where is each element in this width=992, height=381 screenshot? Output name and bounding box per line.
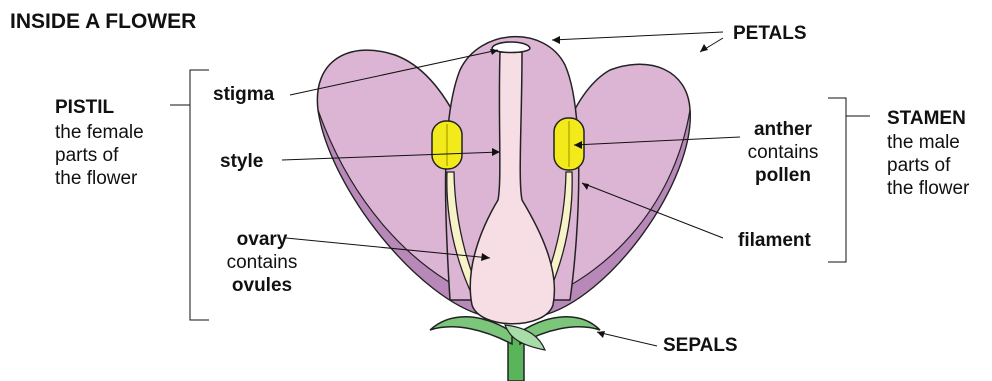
stamen-desc-2: parts of (887, 154, 950, 177)
ovary-label: ovary contains ovules (212, 228, 312, 297)
pistil-desc-1: the female (55, 121, 144, 144)
filament-label: filament (738, 229, 811, 252)
stigma-top (492, 42, 530, 53)
pistil-heading: PISTIL (55, 96, 114, 119)
diagram-title: INSIDE A FLOWER (10, 10, 196, 34)
sepals-label: SEPALS (663, 334, 738, 357)
stigma-label: stigma (213, 83, 274, 106)
anther-name: anther (736, 118, 830, 141)
stamen-desc-1: the male (887, 131, 960, 154)
anther-contains: contains (736, 141, 830, 164)
style-label: style (220, 150, 263, 173)
pistil-desc-2: parts of (55, 144, 118, 167)
ovary-contains: contains (212, 251, 312, 274)
anther-label: anther contains pollen (736, 118, 830, 187)
stamen-heading: STAMEN (887, 107, 966, 130)
petals-label: PETALS (733, 22, 807, 45)
ovary-ovules: ovules (212, 274, 312, 297)
pistil-desc-3: the flower (55, 167, 137, 190)
anther-pollen: pollen (736, 164, 830, 187)
ovary-name: ovary (212, 228, 312, 251)
stamen-desc-3: the flower (887, 177, 969, 200)
